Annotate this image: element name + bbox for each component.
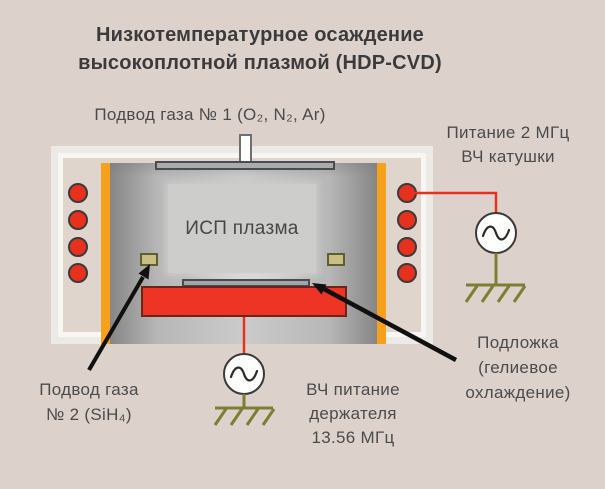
gas-nozzle-right <box>327 253 345 266</box>
coil-power-label: Питание 2 МГц ВЧ катушки <box>446 123 570 166</box>
showerhead-plate <box>155 161 335 170</box>
ac-source-icon <box>475 212 517 254</box>
gas-inlet-1-label: Подвод газа № 1 (O₂, N₂, Ar) <box>94 105 326 124</box>
gas-inlet-tube <box>239 134 252 164</box>
dielectric-liner-left <box>101 163 110 344</box>
coil-turn-dot <box>397 210 417 230</box>
coil-turn-dot <box>68 210 88 230</box>
coil-turn-dot <box>68 263 88 283</box>
holder-power-label: ВЧ питание держателя 13.56 МГц <box>306 380 400 447</box>
gas-inlet-2-label: Подвод газа № 2 (SiH₄) <box>39 380 139 424</box>
coil-turn-dot <box>397 237 417 257</box>
coil-turn-dot <box>397 183 417 203</box>
ac-source-icon <box>223 353 265 395</box>
gas-nozzle-left <box>140 253 158 266</box>
wafer-chuck <box>141 286 347 317</box>
plasma-region: ИСП плазма <box>168 184 316 273</box>
dielectric-liner-right <box>377 163 386 344</box>
page-title: Низкотемпературное осаждение высокоплотн… <box>20 21 500 77</box>
page-title-line2: высокоплотной плазмой (HDP-CVD) <box>78 52 442 74</box>
coil-turn-dot <box>68 183 88 203</box>
coil-turn-dot <box>397 263 417 283</box>
substrate-label: Подложка (гелиевое охлаждение) <box>465 333 571 402</box>
ground-icon <box>213 394 276 426</box>
plasma-label: ИСП плазма <box>185 217 299 239</box>
ground-icon <box>464 253 527 303</box>
page-title-line1: Низкотемпературное осаждение <box>95 24 425 46</box>
coil-turn-dot <box>68 237 88 257</box>
